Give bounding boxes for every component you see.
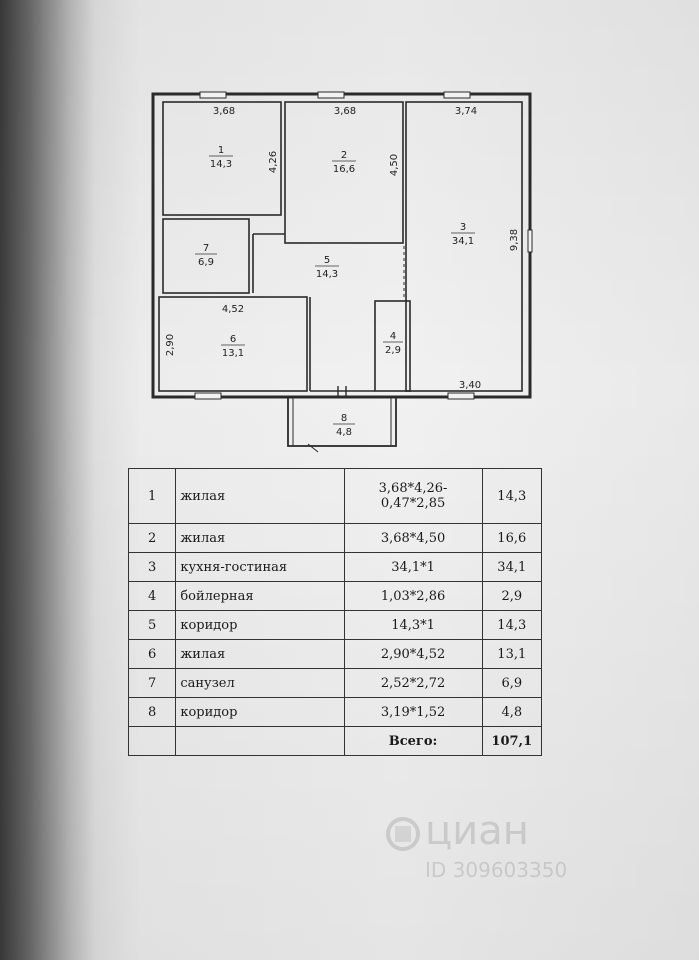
row-number: 5 [127, 610, 177, 640]
room-area-value: 4,8 [481, 697, 543, 727]
room-type: санузел [175, 668, 345, 698]
room-3-label: 3 34,1 [451, 222, 475, 247]
table-row: 7 санузел 2,52*2,72 6,9 [127, 668, 543, 698]
table-row: 6 жилая 2,90*4,52 13,1 [127, 639, 543, 669]
room-number: 2 [341, 150, 347, 161]
empty-cell [127, 726, 177, 756]
room-2-label: 2 16,6 [332, 150, 356, 175]
room-1-width-label: 3,68 [213, 106, 235, 117]
room-area: 6,9 [198, 257, 214, 268]
row-number: 6 [127, 639, 177, 669]
room-type: жилая [175, 468, 345, 524]
room-2-height-label: 4,50 [389, 154, 400, 176]
room-3-outline [405, 101, 523, 392]
area-formula: 2,52*2,72 [343, 668, 483, 698]
room-type: бойлерная [175, 581, 345, 611]
area-formula: 3,19*1,52 [343, 697, 483, 727]
room-number: 1 [218, 145, 224, 156]
room-number: 6 [230, 334, 236, 345]
table-row: 3 кухня-гостиная 34,1*1 34,1 [127, 552, 543, 582]
table-row: 5 коридор 14,3*1 14,3 [127, 610, 543, 640]
room-area-table: 1 жилая 3,68*4,26- 0,47*2,85 14,3 2 жила… [127, 468, 543, 756]
room-type: жилая [175, 639, 345, 669]
empty-cell [175, 726, 345, 756]
room-4-outline [374, 300, 411, 392]
room-number: 8 [341, 413, 347, 424]
room-area-value: 16,6 [481, 523, 543, 553]
room-6-height-label: 2,90 [165, 334, 176, 356]
room-area: 2,9 [385, 345, 401, 356]
room-7-outline [162, 218, 250, 294]
formula-line: 0,47*2,85 [380, 496, 446, 511]
room-type: кухня-гостиная [175, 552, 345, 582]
area-formula: 14,3*1 [343, 610, 483, 640]
area-formula: 2,90*4,52 [343, 639, 483, 669]
room-1-height-label: 4,26 [268, 151, 279, 173]
row-number: 4 [127, 581, 177, 611]
area-formula: 1,03*2,86 [343, 581, 483, 611]
room-1-outline [162, 101, 282, 216]
room-area-value: 2,9 [481, 581, 543, 611]
room-1-label: 1 14,3 [209, 145, 233, 170]
room-area: 13,1 [222, 348, 244, 359]
row-number: 1 [127, 468, 177, 524]
formula-line: 3,68*4,26- [378, 481, 448, 496]
room-4-label: 4 2,9 [383, 331, 403, 356]
room-number: 7 [203, 243, 209, 254]
room-number: 3 [460, 222, 466, 233]
room-area: 16,6 [333, 164, 355, 175]
room-2-width-label: 3,68 [334, 106, 356, 117]
room-8-outline [287, 396, 397, 447]
room-area-value: 14,3 [481, 468, 543, 524]
room-3-height-label: 9,38 [509, 229, 520, 251]
room-area: 14,3 [210, 159, 232, 170]
total-area-value: 107,1 [481, 726, 543, 756]
room-area-value: 6,9 [481, 668, 543, 698]
room-number: 5 [324, 255, 330, 266]
room-type: коридор [175, 697, 345, 727]
area-formula: 3,68*4,50 [343, 523, 483, 553]
room-area: 14,3 [316, 269, 338, 280]
table-row: 1 жилая 3,68*4,26- 0,47*2,85 14,3 [127, 468, 543, 524]
cian-logo-icon [386, 817, 420, 851]
room-area: 34,1 [452, 236, 474, 247]
watermark-brand: циан [425, 808, 529, 854]
room-number: 4 [390, 331, 396, 342]
room-8-label: 8 4,8 [333, 413, 355, 438]
row-number: 8 [127, 697, 177, 727]
room-area: 4,8 [336, 427, 352, 438]
floor-plan: 3,68 3,68 3,74 3,40 4,52 4,26 4,50 9,38 … [151, 91, 533, 453]
room-area-value: 14,3 [481, 610, 543, 640]
table-row: 4 бойлерная 1,03*2,86 2,9 [127, 581, 543, 611]
room-6-outline [158, 296, 308, 392]
area-formula: 3,68*4,26- 0,47*2,85 [343, 468, 483, 524]
row-number: 7 [127, 668, 177, 698]
room-3-top-width-label: 3,74 [455, 106, 477, 117]
room-2-outline [284, 101, 404, 244]
room-area-value: 34,1 [481, 552, 543, 582]
total-label: Всего: [343, 726, 483, 756]
room-6-width-label: 4,52 [222, 304, 244, 315]
room-5-label: 5 14,3 [315, 255, 339, 280]
room-type: жилая [175, 523, 345, 553]
area-formula: 34,1*1 [343, 552, 483, 582]
room-3-bottom-width-label: 3,40 [459, 380, 481, 391]
table-row: 8 коридор 3,19*1,52 4,8 [127, 697, 543, 727]
room-area-value: 13,1 [481, 639, 543, 669]
room-6-label: 6 13,1 [221, 334, 245, 359]
room-type: коридор [175, 610, 345, 640]
room-7-label: 7 6,9 [195, 243, 217, 268]
row-number: 2 [127, 523, 177, 553]
row-number: 3 [127, 552, 177, 582]
watermark-id: ID 309603350 [425, 858, 568, 882]
total-row: Всего: 107,1 [127, 726, 543, 756]
table-row: 2 жилая 3,68*4,50 16,6 [127, 523, 543, 553]
